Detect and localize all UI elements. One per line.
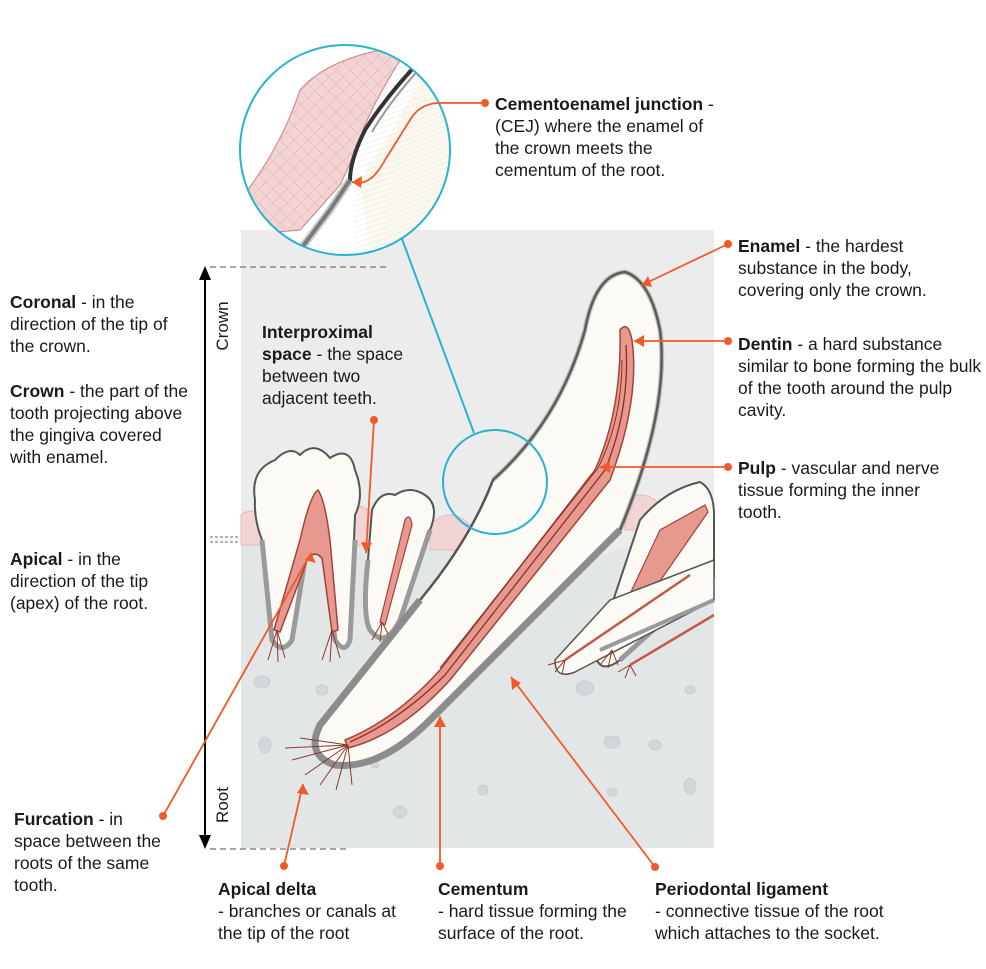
label-furcation: Furcation - in space between the roots o…: [14, 808, 164, 896]
label-enamel: Enamel - the hardest substance in the bo…: [738, 235, 978, 301]
term-apicaldelta: Apical delta: [218, 878, 418, 900]
label-coronal: Coronal - in the direction of the tip of…: [10, 291, 180, 357]
desc-pdl: - connective tissue of the root which at…: [655, 901, 884, 943]
label-apical: Apical - in the direction of the tip (ap…: [10, 548, 185, 614]
label-periodontal-ligament: Periodontal ligament - connective tissue…: [655, 878, 905, 944]
axis-label-root: Root: [213, 787, 232, 823]
term-cej: Cementoenamel junction: [495, 94, 703, 114]
label-pulp: Pulp - vascular and nerve tissue forming…: [738, 457, 963, 523]
desc-cementum: - hard tissue forming the surface of the…: [438, 901, 627, 943]
term-pulp: Pulp: [738, 458, 776, 478]
term-cementum: Cementum: [438, 878, 638, 900]
term-crown: Crown: [10, 381, 64, 401]
term-apical: Apical: [10, 549, 63, 569]
term-furcation: Furcation: [14, 809, 94, 829]
label-dentin: Dentin - a hard substance similar to bon…: [738, 333, 983, 421]
term-coronal: Coronal: [10, 292, 76, 312]
term-enamel: Enamel: [738, 236, 800, 256]
label-interproximal-space: Interproximal space - the space between …: [262, 321, 412, 409]
axis-label-crown: Crown: [213, 301, 232, 350]
label-cementum: Cementum - hard tissue forming the surfa…: [438, 878, 638, 944]
label-cementoenamel-junction: Cementoenamel junction - (CEJ) where the…: [495, 93, 725, 181]
label-crown: Crown - the part of the tooth projecting…: [10, 380, 195, 468]
label-apical-delta: Apical delta - branches or canals at the…: [218, 878, 418, 944]
desc-apicaldelta: - branches or canals at the tip of the r…: [218, 901, 396, 943]
term-pdl: Periodontal ligament: [655, 878, 905, 900]
term-dentin: Dentin: [738, 334, 792, 354]
